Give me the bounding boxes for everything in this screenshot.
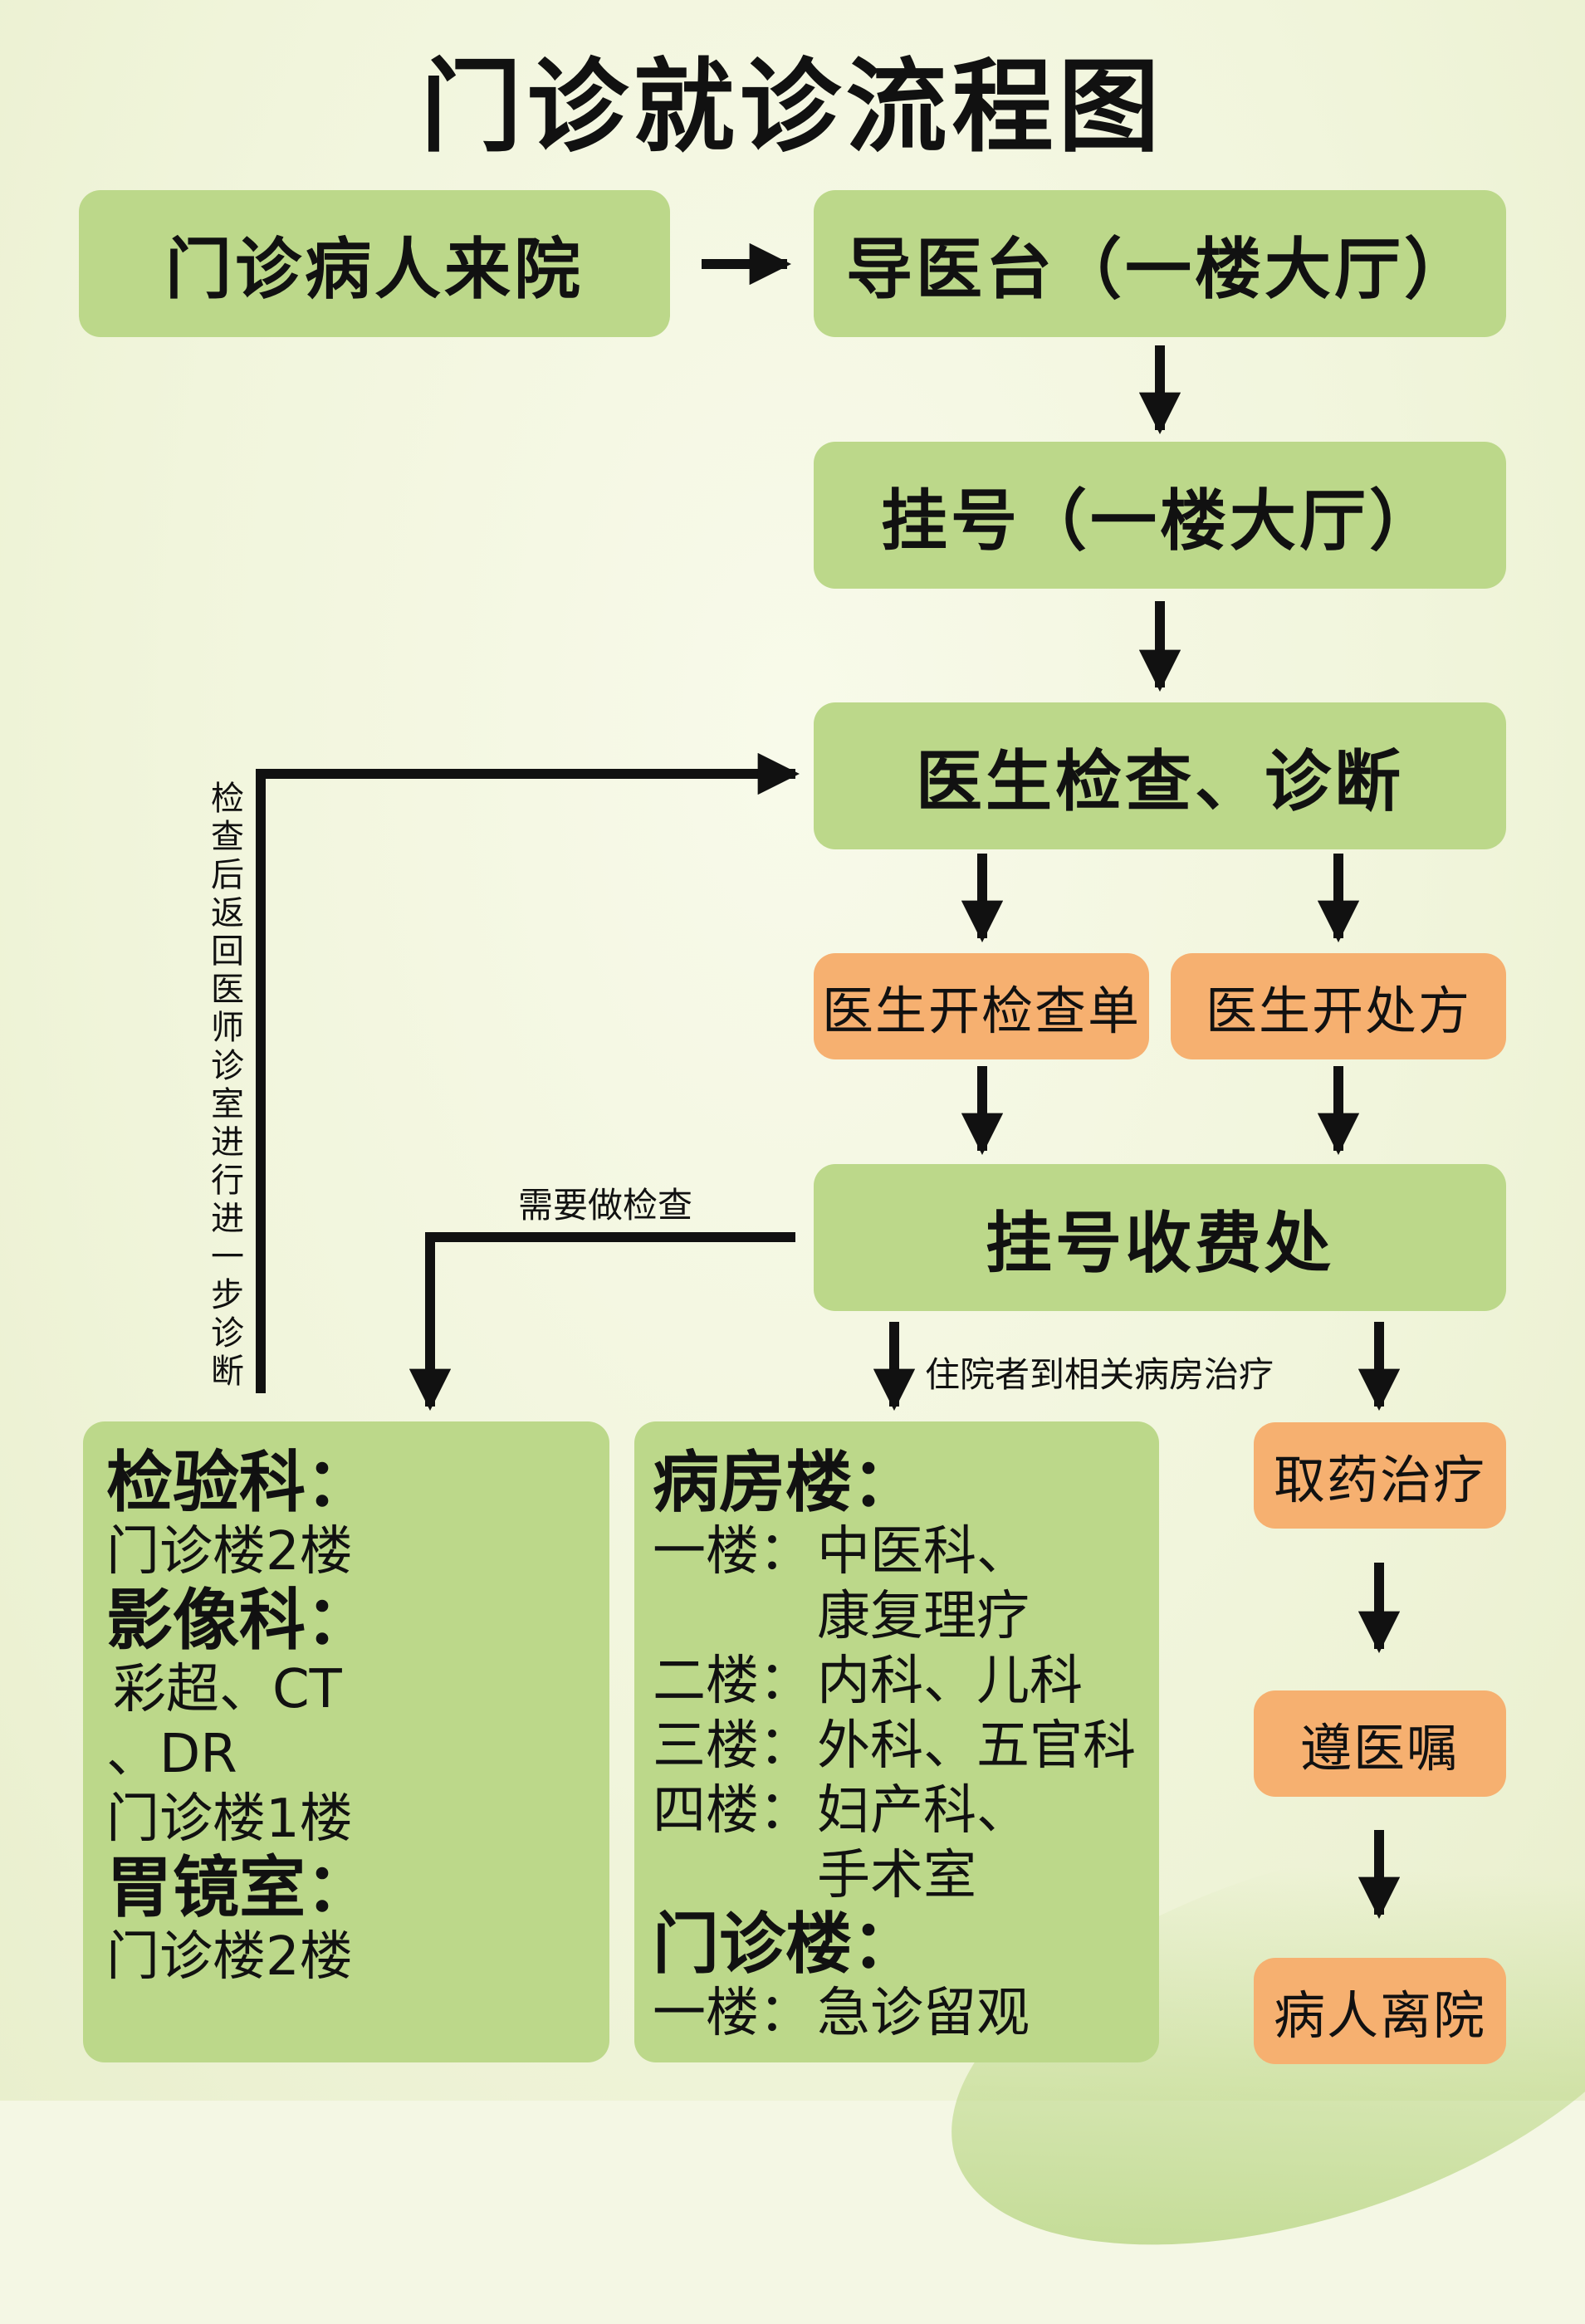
lab-title: 检验科：	[106, 1444, 372, 1521]
ward-building-panel: 病房楼： 一楼： 中医科、 康复理疗 二楼： 内科、儿科 三楼： 外科、五官科 …	[634, 1421, 1159, 2062]
ward-floor-text: 中医科、	[817, 1521, 1030, 1583]
ward-floor-row: 手术室	[653, 1843, 1159, 1908]
step-guide-desk-label: 导医台（一楼大厅）	[846, 230, 1474, 308]
step-cashier: 挂号收费处	[814, 1164, 1506, 1311]
step-get-medicine-label: 取药治疗	[1273, 1450, 1486, 1510]
ward-floor-label: 一楼：	[653, 1521, 812, 1583]
step-arrive-label: 门诊病人来院	[165, 230, 584, 308]
ward-floor-row: 一楼： 中医科、	[653, 1519, 1159, 1584]
gastro-title: 胃镜室：	[106, 1849, 372, 1927]
ward-floor-label: 三楼：	[653, 1715, 812, 1778]
step-leave-label: 病人离院	[1273, 1985, 1486, 2046]
step-leave: 病人离院	[1254, 1958, 1506, 2064]
exam-departments-panel: 检验科： 门诊楼2楼 影像科： 彩超、CT 、DR 门诊楼1楼 胃镜室： 门诊楼…	[83, 1421, 609, 2062]
imaging-location: 门诊楼1楼	[106, 1788, 353, 1851]
imaging-items-line2: 、DR	[106, 1724, 237, 1786]
ward-floor-text: 妇产科、	[817, 1780, 1030, 1842]
ward-floor-label: 二楼：	[653, 1651, 812, 1713]
step-arrive: 门诊病人来院	[79, 190, 670, 337]
ward-floor-row: 四楼： 妇产科、	[653, 1778, 1159, 1843]
step-follow-advice: 遵医嘱	[1254, 1690, 1506, 1797]
step-guide-desk: 导医台（一楼大厅）	[814, 190, 1506, 337]
step-cashier-label: 挂号收费处	[986, 1204, 1334, 1282]
lab-location: 门诊楼2楼	[106, 1521, 353, 1583]
step-doctor-exam-label: 医生检查、诊断	[916, 742, 1404, 820]
step-register-label: 挂号（一楼大厅）	[881, 482, 1439, 560]
arrow-return-icon	[256, 752, 800, 1393]
ward-floor-row: 三楼： 外科、五官科	[653, 1714, 1159, 1778]
clinic-floor-row: 一楼： 急诊留观	[653, 1981, 1159, 2046]
clinic-floor-text: 急诊留观	[817, 1983, 1030, 2045]
flow-arrows	[256, 242, 1401, 1920]
step-prescribe: 医生开处方	[1171, 953, 1506, 1059]
imaging-title: 影像科：	[106, 1582, 372, 1660]
ward-floor-text: 康复理疗	[817, 1586, 1030, 1648]
clinic-floor-label: 一楼：	[653, 1983, 812, 2045]
step-order-tests: 医生开检查单	[814, 953, 1149, 1059]
gastro-location: 门诊楼2楼	[106, 1926, 353, 1989]
ward-floor-row: 二楼： 内科、儿科	[653, 1649, 1159, 1714]
need-exam-note: 需要做检查	[518, 1185, 693, 1226]
ward-floor-row: 康复理疗	[653, 1584, 1159, 1649]
ward-floor-label: 四楼：	[653, 1780, 812, 1842]
return-note: 检查后返回医师诊室进行进一步诊断	[205, 780, 243, 1392]
ward-floor-text: 外科、五官科	[817, 1715, 1136, 1778]
page-title: 门诊就诊流程图	[420, 48, 1165, 166]
ward-floor-text: 手术室	[817, 1845, 976, 1907]
ward-title: 病房楼：	[653, 1444, 918, 1521]
step-register: 挂号（一楼大厅）	[814, 442, 1506, 589]
step-prescribe-label: 医生开处方	[1205, 981, 1471, 1041]
step-order-tests-label: 医生开检查单	[821, 981, 1141, 1041]
ward-floor-text: 内科、儿科	[817, 1651, 1083, 1713]
clinic-title: 门诊楼：	[653, 1906, 918, 1984]
arrow-need-exam-icon	[408, 1232, 795, 1412]
ward-floors-list: 一楼： 中医科、 康复理疗 二楼： 内科、儿科 三楼： 外科、五官科 四楼： 妇…	[653, 1519, 1159, 1908]
step-doctor-exam: 医生检查、诊断	[814, 702, 1506, 849]
inpatient-note: 住院者到相关病房治疗	[925, 1354, 1274, 1395]
imaging-items-line1: 彩超、CT	[113, 1659, 342, 1721]
step-get-medicine: 取药治疗	[1254, 1422, 1506, 1529]
step-follow-advice-label: 遵医嘱	[1299, 1718, 1460, 1778]
